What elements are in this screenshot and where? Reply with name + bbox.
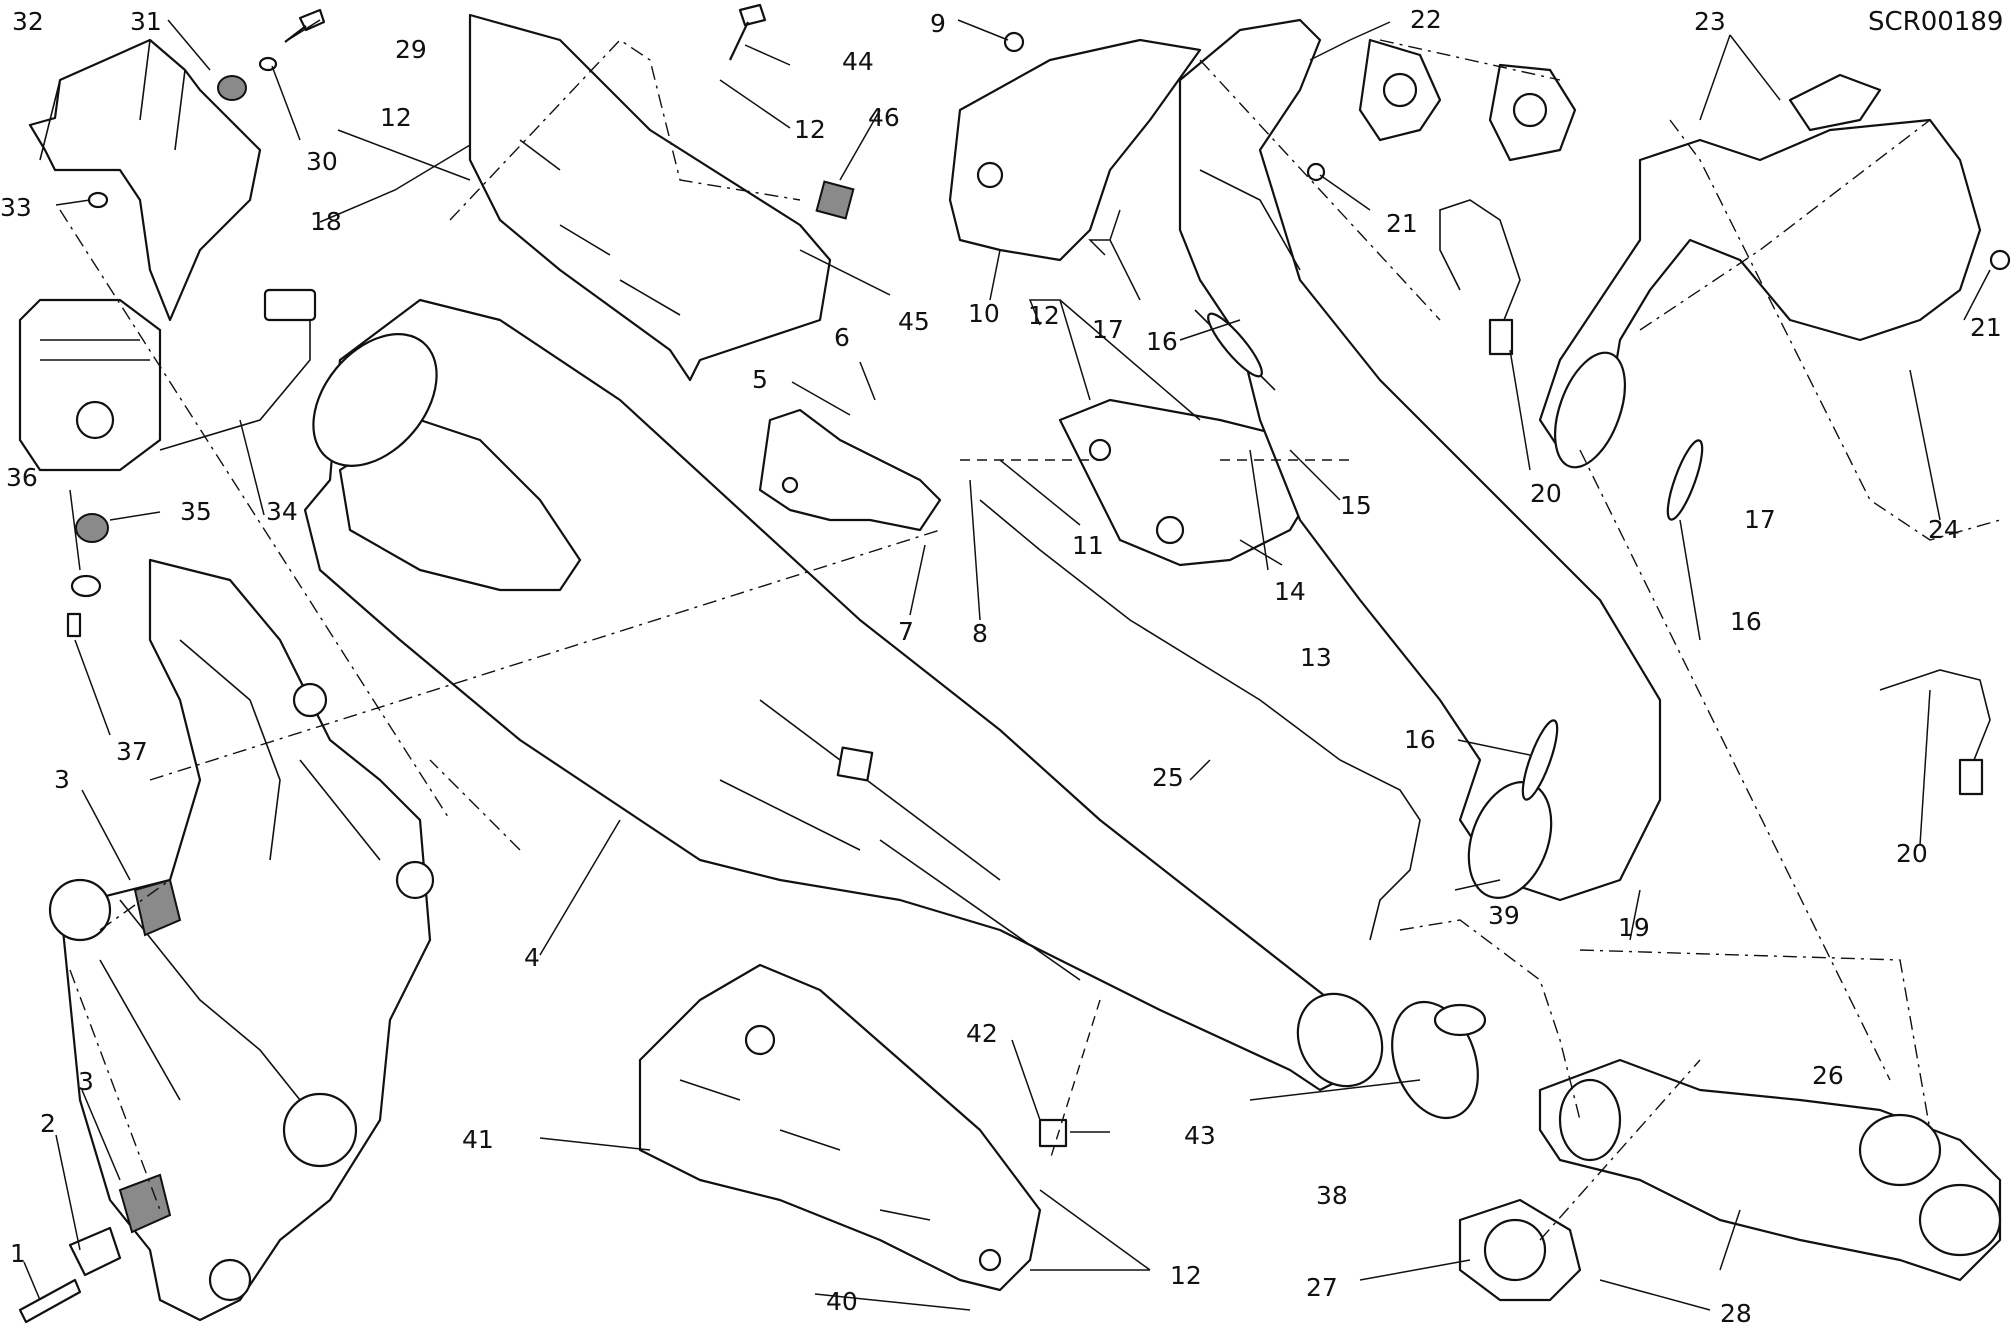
callout-43: 43: [1184, 1121, 1216, 1150]
callout-41: 41: [462, 1125, 494, 1154]
part-38-clamp[interactable]: [1377, 990, 1493, 1130]
part-23-flange-gasket-left[interactable]: [1488, 63, 1577, 162]
callout-35: 35: [180, 497, 212, 526]
part-31-grommet[interactable]: [217, 75, 247, 101]
callout-33: 33: [0, 193, 32, 222]
part-16-spring-lower[interactable]: [1516, 717, 1564, 803]
part-45-silencer-heat-shield-upper[interactable]: [468, 13, 832, 382]
callout-11: 11: [1072, 531, 1104, 560]
callout-10: 10: [968, 299, 1000, 328]
part-2-spacer[interactable]: [68, 1226, 122, 1277]
part-34-exhaust-valve-actuator[interactable]: [18, 288, 317, 472]
callout-27: 27: [1306, 1273, 1338, 1302]
callout-6: 6: [834, 323, 850, 352]
footrest-hanger-bracket: [48, 558, 435, 1322]
callout-16-top: 16: [1146, 327, 1178, 356]
callout-13: 13: [1300, 643, 1332, 672]
part-16-spring-top[interactable]: [1194, 308, 1276, 391]
callout-leader-lines: [23, 19, 1991, 1311]
callout-19: 19: [1618, 913, 1650, 942]
callout-38: 38: [1316, 1181, 1348, 1210]
callout-31: 31: [130, 7, 162, 36]
callout-21-right: 21: [1970, 313, 2002, 342]
part-24-exhaust-pipe[interactable]: [1538, 118, 1982, 477]
part-9-nut[interactable]: [1003, 31, 1025, 53]
callout-8: 8: [972, 619, 988, 648]
callout-22: 22: [1410, 5, 1442, 34]
part-36-washer[interactable]: [70, 574, 102, 598]
part-10-manifold-heat-shield[interactable]: [948, 38, 1202, 262]
part-3-rubber-damper-upper[interactable]: [133, 878, 182, 937]
callout-40: 40: [826, 1287, 858, 1316]
callout-17-left: 17: [1092, 315, 1124, 344]
part-1-bolt[interactable]: [18, 1278, 82, 1324]
part-33-washer[interactable]: [87, 191, 109, 209]
part-44-bolt[interactable]: [729, 3, 767, 61]
part-4-silencer[interactable]: [288, 298, 1398, 1102]
part-26-exhaust-collector[interactable]: [1538, 1058, 2002, 1282]
part-32-bracket[interactable]: [28, 38, 262, 322]
callout-17-right: 17: [1744, 505, 1776, 534]
callout-4: 4: [524, 943, 540, 972]
part-23-flange-gasket-right[interactable]: [1788, 73, 1882, 132]
callout-25: 25: [1152, 763, 1184, 792]
part-20-oxygen-sensor-upper[interactable]: [1439, 199, 1521, 356]
callout-12-middle: 12: [1028, 301, 1060, 330]
callout-30: 30: [306, 147, 338, 176]
part-20-oxygen-sensor-right[interactable]: [1879, 669, 1991, 796]
callout-12-left: 12: [380, 103, 412, 132]
callout-9: 9: [930, 9, 946, 38]
callout-24: 24: [1928, 515, 1960, 544]
callout-3-upper: 3: [54, 765, 70, 794]
callout-21-upper: 21: [1386, 209, 1418, 238]
callout-labels: 1 2 3 3 4 5 6 7 8 9 10 11 12 13 14 15 16…: [0, 5, 2002, 1328]
callout-2: 2: [40, 1109, 56, 1138]
part-41-silencer-heat-shield-lower[interactable]: [638, 963, 1042, 1292]
part-3-rubber-damper-lower[interactable]: [118, 1173, 172, 1234]
callout-32: 32: [12, 7, 44, 36]
callout-16-lower: 16: [1404, 725, 1436, 754]
part-29-screw[interactable]: [284, 8, 326, 43]
part-43-clip[interactable]: [1038, 1118, 1068, 1148]
drawing-code: SCR00189: [1868, 7, 2003, 37]
callout-15: 15: [1340, 491, 1372, 520]
callout-7: 7: [898, 617, 914, 646]
callout-18: 18: [310, 207, 342, 236]
callout-36: 36: [6, 463, 38, 492]
assembly-center-lines: [59, 39, 2001, 1241]
callout-26: 26: [1812, 1061, 1844, 1090]
callout-37: 37: [116, 737, 148, 766]
part-13-heat-shield[interactable]: [1058, 398, 1322, 567]
callout-12-bottom: 12: [1170, 1261, 1202, 1290]
part-21-nut-right[interactable]: [1989, 249, 2011, 271]
part-21-nut-upper[interactable]: [1306, 162, 1326, 182]
callout-14: 14: [1274, 577, 1306, 606]
part-37-screw[interactable]: [66, 612, 82, 638]
part-22-flange-gasket[interactable]: [1358, 38, 1442, 142]
part-35-grommet[interactable]: [75, 513, 109, 543]
callout-46: 46: [868, 103, 900, 132]
callout-16-right: 16: [1730, 607, 1762, 636]
callout-3-lower: 3: [78, 1067, 94, 1096]
part-16-spring-right[interactable]: [1661, 437, 1709, 523]
callout-12-top: 12: [794, 115, 826, 144]
callout-5: 5: [752, 365, 768, 394]
callout-20-right: 20: [1896, 839, 1928, 868]
callout-44: 44: [842, 47, 874, 76]
callout-45: 45: [898, 307, 930, 336]
callout-42: 42: [966, 1019, 998, 1048]
callout-28: 28: [1720, 1299, 1752, 1328]
callout-34: 34: [266, 497, 298, 526]
callout-39: 39: [1488, 901, 1520, 930]
part-46-clip-nut[interactable]: [815, 180, 855, 220]
callout-29: 29: [395, 35, 427, 64]
callout-23: 23: [1694, 7, 1726, 36]
callout-20-upper: 20: [1530, 479, 1562, 508]
callout-1: 1: [10, 1239, 26, 1268]
part-25-valve-cable[interactable]: [979, 499, 1421, 941]
part-7-silencer-bracket[interactable]: [758, 408, 942, 532]
part-27-exhaust-valve[interactable]: [1458, 1198, 1582, 1302]
